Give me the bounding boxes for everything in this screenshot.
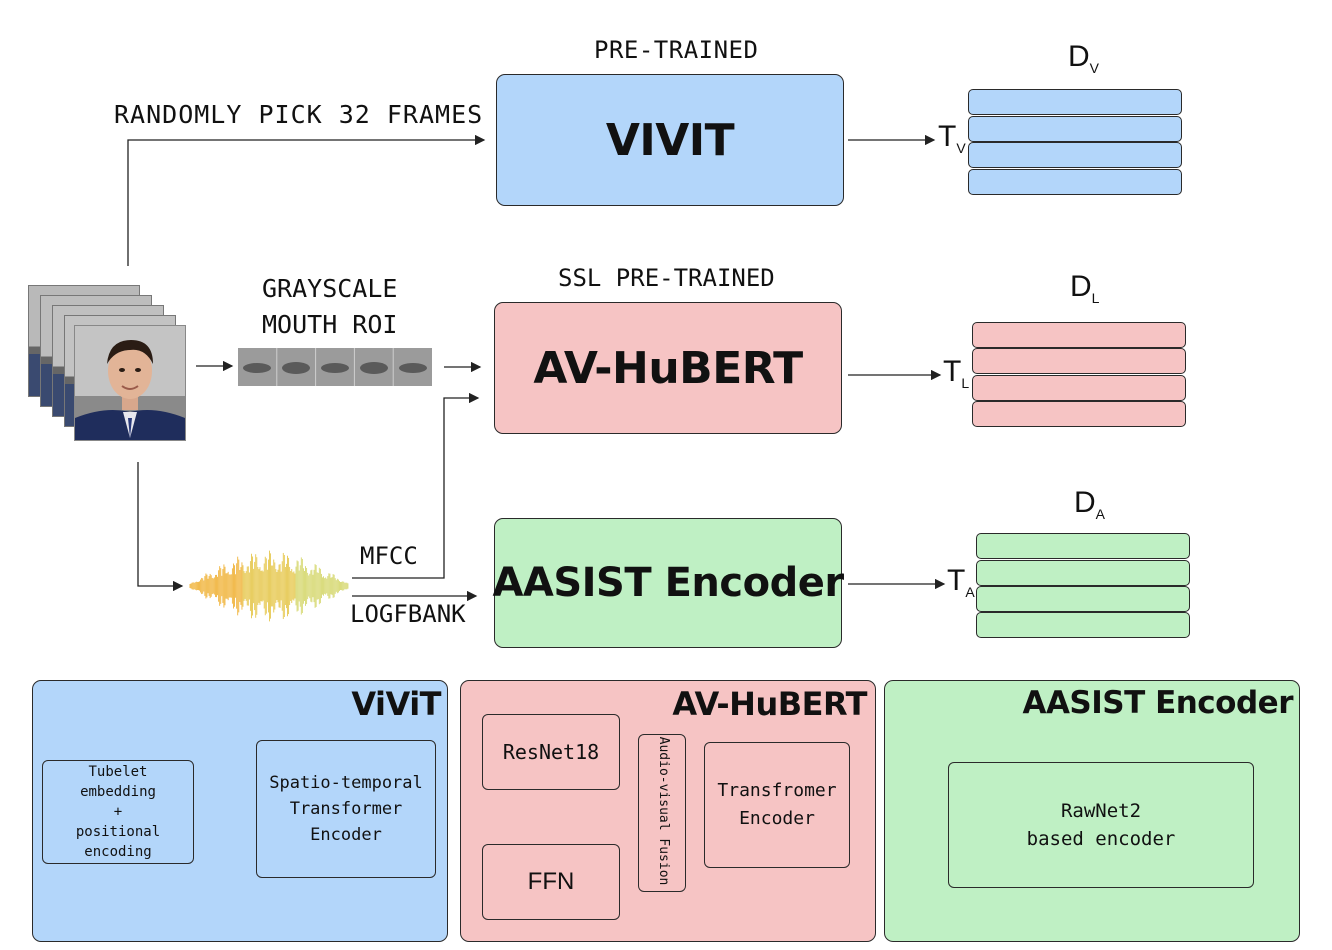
person-face-image bbox=[75, 326, 185, 440]
aasist-title: AASIST Encoder bbox=[492, 560, 844, 606]
ffn-box: FFN bbox=[482, 844, 620, 920]
grayscale-label: GRAYSCALE bbox=[262, 274, 398, 303]
ssl-pretrained-label: SSL PRE-TRAINED bbox=[558, 264, 775, 292]
rawnet-encoder-box: RawNet2 based encoder bbox=[948, 762, 1254, 888]
da-token-bar bbox=[976, 533, 1190, 559]
spatio-temporal-box: Spatio-temporal Transformer Encoder bbox=[256, 740, 436, 878]
spatio-line: Encoder bbox=[310, 825, 382, 845]
logfbank-label: LOGFBANK bbox=[350, 600, 466, 628]
pick-frames-label: RANDOMLY PICK 32 FRAMES bbox=[114, 100, 484, 129]
pretrained-label: PRE-TRAINED bbox=[594, 36, 759, 64]
dv-label: DV bbox=[1068, 40, 1100, 76]
tubelet-line: encoding bbox=[84, 844, 152, 860]
dl-token-bar bbox=[972, 348, 1186, 374]
mouth-roi-strip bbox=[238, 348, 432, 386]
rawnet-line: RawNet2 bbox=[1060, 800, 1142, 822]
aasist-panel-title: AASIST Encoder bbox=[1022, 685, 1293, 721]
waveform-graphic bbox=[189, 550, 349, 622]
resnet-label: ResNet18 bbox=[502, 740, 600, 764]
avhubert-box: AV-HuBERT bbox=[494, 302, 842, 434]
vivit-panel-title: ViViT bbox=[351, 685, 441, 723]
dv-token-bar bbox=[968, 169, 1182, 195]
transformer-line: Encoder bbox=[739, 808, 815, 829]
mouth-roi-label: MOUTH ROI bbox=[262, 310, 398, 339]
vivit-box: VIVIT bbox=[496, 74, 844, 206]
video-frames-stack bbox=[28, 285, 188, 445]
dl-label: DL bbox=[1070, 270, 1100, 306]
dv-token-bar bbox=[968, 142, 1182, 168]
fusion-box: Audio-visual Fusion bbox=[638, 734, 686, 892]
fusion-label: Audio-visual Fusion bbox=[656, 736, 671, 886]
mfcc-label: MFCC bbox=[360, 542, 418, 570]
tubelet-embedding-box: Tubelet embedding + positional encoding bbox=[42, 760, 194, 864]
resnet-box: ResNet18 bbox=[482, 714, 620, 790]
tubelet-line: embedding bbox=[80, 784, 156, 800]
tl-label: TL bbox=[943, 355, 970, 391]
mouth-roi-images bbox=[238, 348, 432, 386]
face-frame bbox=[74, 325, 186, 441]
rawnet-line: based encoder bbox=[1026, 828, 1176, 850]
ffn-label: FFN bbox=[527, 868, 575, 895]
vivit-title: VIVIT bbox=[605, 114, 735, 166]
dl-token-bar bbox=[972, 322, 1186, 348]
transformer-line: Transfromer bbox=[717, 780, 837, 801]
transformer-encoder-box: Transfromer Encoder bbox=[704, 742, 850, 868]
tubelet-line: positional bbox=[75, 824, 161, 840]
ta-label: TA bbox=[947, 564, 975, 600]
arrow-mfcc-to-avhubert bbox=[352, 392, 480, 579]
da-token-bar bbox=[976, 612, 1190, 638]
da-label: DA bbox=[1074, 486, 1106, 522]
dv-token-bar bbox=[968, 116, 1182, 142]
da-token-bar bbox=[976, 586, 1190, 612]
arrow-frames-to-audio bbox=[137, 462, 184, 592]
tubelet-line: + bbox=[113, 804, 123, 820]
dl-token-bar bbox=[972, 401, 1186, 427]
avhubert-title: AV-HuBERT bbox=[533, 342, 803, 394]
spatio-line: Transformer bbox=[289, 799, 403, 819]
audio-waveform bbox=[188, 548, 352, 624]
dl-token-bar bbox=[972, 375, 1186, 401]
dv-token-bar bbox=[968, 89, 1182, 115]
tv-label: TV bbox=[938, 120, 966, 156]
avhubert-panel-title: AV-HuBERT bbox=[672, 685, 867, 723]
spatio-line: Spatio-temporal bbox=[269, 773, 423, 793]
da-token-bar bbox=[976, 560, 1190, 586]
aasist-box: AASIST Encoder bbox=[492, 518, 844, 648]
tubelet-line: Tubelet bbox=[88, 764, 148, 780]
arrow-frames-to-vivit bbox=[127, 134, 486, 266]
